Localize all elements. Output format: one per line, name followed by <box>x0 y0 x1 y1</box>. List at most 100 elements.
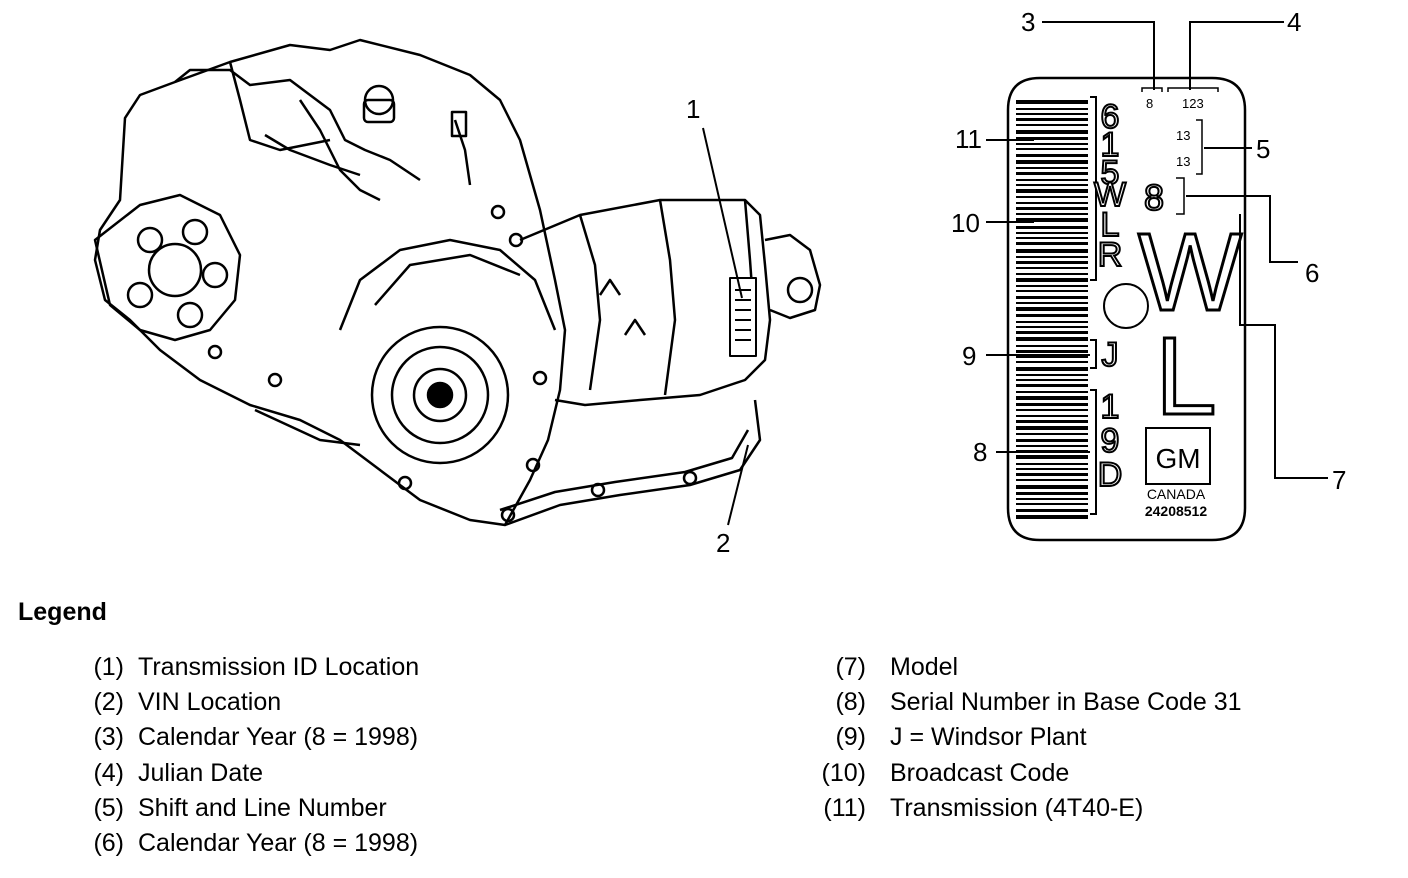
legend-item-text: Serial Number in Base Code 31 <box>890 688 1242 717</box>
callout-9: 9 <box>962 341 976 371</box>
gm-logo <box>1145 427 1211 485</box>
barcode-bar <box>1016 439 1088 442</box>
tag-calendar-year-code: 8 <box>1146 96 1153 111</box>
legend-item: (10) Broadcast Code <box>808 756 1242 791</box>
tag-shift-code: 13 <box>1176 128 1190 143</box>
callout-8: 8 <box>973 437 987 467</box>
barcode-bar <box>1016 307 1088 311</box>
legend-item-number: (4) <box>93 758 124 787</box>
barcode-bar <box>1016 285 1088 287</box>
callout-2: 2 <box>716 528 730 558</box>
callout-5: 5 <box>1256 134 1270 164</box>
barcode-bar <box>1016 420 1088 423</box>
tag-model-letter-1: W <box>1138 211 1242 334</box>
legend-item-number: (7) <box>835 653 866 682</box>
legend-item-number: (5) <box>93 793 124 822</box>
barcode-bar <box>1016 256 1088 258</box>
barcode-bar <box>1016 242 1088 245</box>
barcode-bar <box>1016 337 1088 341</box>
barcode-bar <box>1016 433 1088 435</box>
barcode-bar <box>1016 184 1088 186</box>
barcode-bar <box>1016 130 1088 134</box>
barcode-bar <box>1016 479 1088 481</box>
barcode-bar <box>1016 172 1088 175</box>
barcode-bar <box>1016 463 1088 465</box>
callout-4: 4 <box>1287 7 1301 37</box>
legend-item-text: Transmission ID Location <box>138 653 420 682</box>
callout-3: 3 <box>1021 7 1035 37</box>
legend-item-number: (10) <box>821 758 866 787</box>
barcode-bar <box>1016 296 1088 299</box>
barcode-bar <box>1016 326 1088 328</box>
barcode-bar <box>1016 331 1088 334</box>
barcode-bar <box>1016 314 1088 317</box>
barcode-bar <box>1016 409 1088 411</box>
legend-item-text: Broadcast Code <box>890 758 1070 787</box>
barcode-bar <box>1016 207 1088 210</box>
legend-item: (5) Shift and Line Number <box>60 791 419 826</box>
legend-list-right: (7)Model(8)Serial Number in Base Code 31… <box>808 650 1242 826</box>
callout-1: 1 <box>686 94 700 124</box>
barcode-bar <box>1016 167 1088 169</box>
barcode-bar <box>1016 218 1088 222</box>
tag-hole <box>1103 283 1149 329</box>
gm-logo-text: GM <box>1155 443 1200 474</box>
barcode-bar <box>1016 498 1088 500</box>
barcode-bar <box>1016 473 1088 476</box>
legend-item: (11) Transmission (4T40-E) <box>808 791 1242 826</box>
barcode-bar <box>1016 379 1088 381</box>
barcode-bar <box>1016 515 1088 519</box>
legend-item-number: (8) <box>835 688 866 717</box>
barcode-bar <box>1016 249 1088 253</box>
barcode-bar <box>1016 160 1088 164</box>
legend-item-text: Calendar Year (8 = 1998) <box>138 723 419 752</box>
barcode-bar <box>1016 445 1088 447</box>
legend-item-number: (2) <box>93 688 124 717</box>
legend-item-number: (3) <box>93 723 124 752</box>
barcode-bar <box>1016 179 1088 181</box>
legend-item-number: (1) <box>93 653 124 682</box>
barcode <box>1016 100 1088 519</box>
barcode-bar <box>1016 290 1088 292</box>
legend-item-text: J = Windsor Plant <box>890 723 1087 752</box>
tag-julian-date-code: 123 <box>1182 96 1204 111</box>
legend-item-text: Shift and Line Number <box>138 793 387 822</box>
barcode-bar <box>1016 237 1088 239</box>
callout-7: 7 <box>1332 465 1346 495</box>
barcode-bar <box>1016 384 1088 387</box>
barcode-bar <box>1016 143 1088 145</box>
tag-part-number: 24208512 <box>1145 503 1208 519</box>
barcode-bar <box>1016 345 1088 347</box>
tag-line-code: 13 <box>1176 154 1190 169</box>
barcode-bar <box>1016 154 1088 157</box>
legend-item-number: (11) <box>823 793 866 822</box>
barcode-bar <box>1016 278 1088 282</box>
barcode-bar <box>1016 113 1088 115</box>
barcode-bar <box>1016 321 1088 323</box>
legend-item-number: (6) <box>93 829 124 858</box>
barcode-bar <box>1016 213 1088 215</box>
barcode-bar <box>1016 226 1088 229</box>
barcode-bar <box>1016 202 1088 204</box>
legend-item: (4)Julian Date <box>60 756 419 791</box>
barcode-bar <box>1016 302 1088 304</box>
transmission-illustration <box>93 38 822 527</box>
barcode-bar <box>1016 100 1088 104</box>
barcode-bar <box>1016 148 1088 150</box>
legend-item: (8) Serial Number in Base Code 31 <box>808 685 1242 720</box>
barcode-bar <box>1016 468 1088 470</box>
legend-list-left: (1) Transmission ID Location (2) VIN Locati… <box>60 650 419 861</box>
barcode-bar <box>1016 455 1088 459</box>
legend-title: Legend <box>18 598 107 626</box>
legend-item-text: VIN Location <box>138 688 282 717</box>
tag-country: CANADA <box>1147 486 1206 502</box>
barcode-bar <box>1016 350 1088 353</box>
legend-item-text: Transmission (4T40-E) <box>890 793 1144 822</box>
legend-item-text: Calendar Year (8 = 1998) <box>138 829 419 858</box>
callout-11: 11 <box>955 124 982 154</box>
barcode-bar <box>1016 118 1088 121</box>
barcode-bar <box>1016 492 1088 495</box>
barcode-bar <box>1016 124 1088 126</box>
